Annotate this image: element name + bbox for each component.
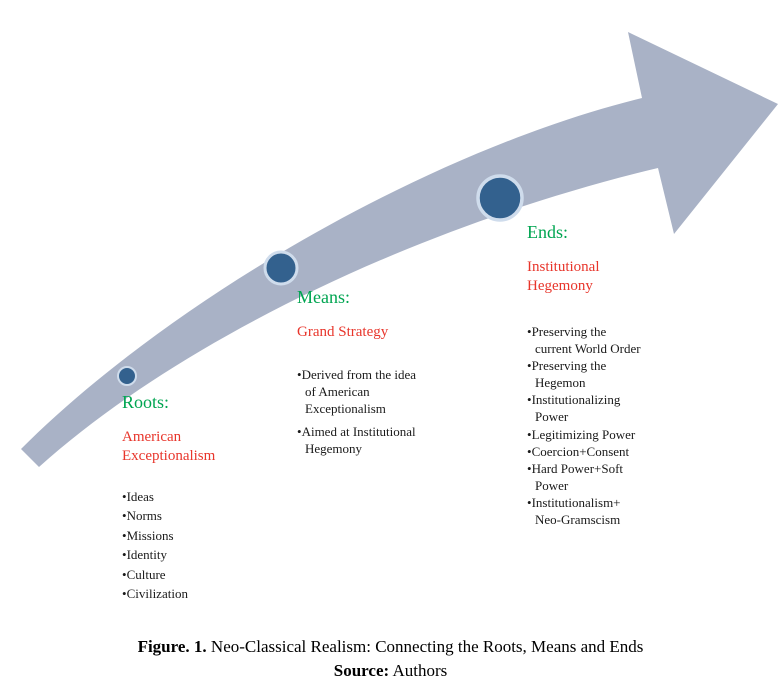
caption-line-figure: Figure. 1. Neo-Classical Realism: Connec… [0, 635, 781, 659]
bullet-item: Norms [122, 506, 237, 526]
bullet-item: Institutionalism+ Neo-Gramscism [527, 494, 645, 528]
bullet-item: Derived from the idea of American Except… [297, 366, 429, 417]
bullet-item: Hard Power+Soft Power [527, 460, 645, 494]
bullet-item: Preserving the Hegemon [527, 357, 645, 391]
caption-line-source: Source: Authors [0, 659, 781, 683]
stage-ends-subheading: Institutional Hegemony [527, 258, 600, 295]
stage-means-heading: Means: [297, 287, 350, 307]
bullet-item: Preserving the current World Order [527, 323, 645, 357]
bullet-item: Legitimizing Power [527, 426, 645, 443]
figure-caption: Figure. 1. Neo-Classical Realism: Connec… [0, 635, 781, 683]
stage-roots-bullets: Ideas Norms Missions Identity Culture Ci… [122, 487, 237, 604]
stage-means-bullets: Derived from the idea of American Except… [297, 366, 429, 457]
stage-ends-heading: Ends: [527, 222, 569, 242]
arrow-diagram [21, 32, 778, 467]
stage-roots-heading: Roots: [122, 392, 170, 412]
bullet-item: Missions [122, 526, 237, 546]
stage-roots: Roots: American Exceptionalism Ideas Nor… [122, 392, 237, 604]
figure-title: Neo-Classical Realism: Connecting the Ro… [210, 637, 644, 657]
ends-node-circle [476, 174, 524, 222]
stage-means: Means: Grand Strategy Derived from the i… [297, 287, 445, 457]
bullet-item: Civilization [122, 584, 237, 604]
bullet-item: Coercion+Consent [527, 443, 645, 460]
stage-ends: Ends: Institutional Hegemony Preserving … [527, 222, 677, 528]
stage-roots-subheading: American Exceptionalism [122, 428, 216, 465]
bullet-item: Institutionalizing Power [527, 391, 645, 425]
stage-ends-bullets: Preserving the current World Order Prese… [527, 323, 645, 529]
source-text: Authors [392, 661, 448, 681]
bullet-item: Identity [122, 545, 237, 565]
source-label: Source: [333, 661, 390, 681]
roots-node-circle [117, 366, 137, 386]
figure-label: Figure. 1. [137, 637, 207, 657]
means-node-circle [263, 250, 299, 286]
arrow-swoosh-shape [21, 32, 778, 467]
bullet-item: Ideas [122, 487, 237, 507]
bullet-item: Aimed at Institutional Hegemony [297, 423, 429, 457]
stage-means-subheading: Grand Strategy [297, 323, 389, 340]
bullet-item: Culture [122, 565, 237, 585]
